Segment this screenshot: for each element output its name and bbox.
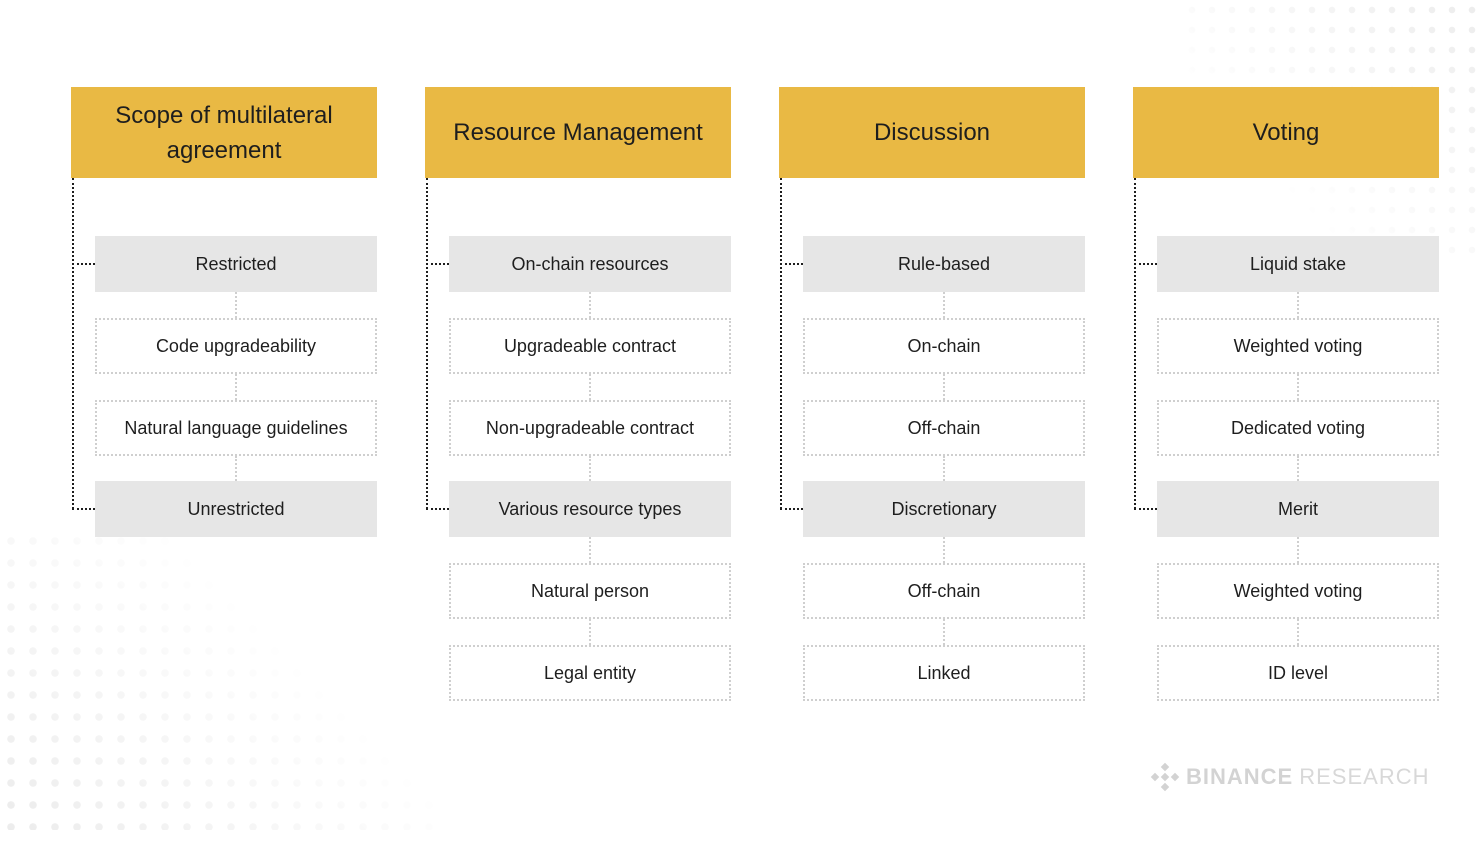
column-header: Resource Management bbox=[425, 87, 731, 178]
connector-elbow bbox=[426, 263, 449, 265]
category-node: Liquid stake bbox=[1157, 236, 1439, 292]
category-node: Rule-based bbox=[803, 236, 1085, 292]
category-node: On-chain resources bbox=[449, 236, 731, 292]
connector-spine bbox=[1134, 178, 1136, 509]
category-node: Unrestricted bbox=[95, 481, 377, 537]
connector-elbow bbox=[780, 508, 803, 510]
subcategory-node: Natural language guidelines bbox=[95, 400, 377, 456]
brand-sub: RESEARCH bbox=[1299, 764, 1430, 789]
brand-name: BINANCE bbox=[1186, 764, 1294, 789]
node-link bbox=[943, 374, 945, 400]
column-header: Discussion bbox=[779, 87, 1085, 178]
connector-elbow bbox=[426, 508, 449, 510]
category-node: Merit bbox=[1157, 481, 1439, 537]
category-node: Various resource types bbox=[449, 481, 731, 537]
connector-elbow bbox=[1134, 263, 1157, 265]
node-link bbox=[589, 374, 591, 400]
node-link bbox=[1297, 374, 1299, 400]
branding-watermark: BINANCE RESEARCH bbox=[1150, 760, 1429, 794]
category-node: Restricted bbox=[95, 236, 377, 292]
node-link bbox=[943, 537, 945, 563]
connector-spine bbox=[72, 178, 74, 509]
node-link bbox=[943, 292, 945, 318]
node-link bbox=[235, 456, 237, 481]
node-link bbox=[1297, 537, 1299, 563]
subcategory-node: Off-chain bbox=[803, 400, 1085, 456]
subcategory-node: Weighted voting bbox=[1157, 563, 1439, 619]
subcategory-node: Off-chain bbox=[803, 563, 1085, 619]
connector-spine bbox=[780, 178, 782, 509]
category-node: Discretionary bbox=[803, 481, 1085, 537]
column-header: Scope of multilateral agreement bbox=[71, 87, 377, 178]
subcategory-node: Linked bbox=[803, 645, 1085, 701]
subcategory-node: Natural person bbox=[449, 563, 731, 619]
subcategory-node: Non-upgradeable contract bbox=[449, 400, 731, 456]
column-header: Voting bbox=[1133, 87, 1439, 178]
node-link bbox=[589, 456, 591, 481]
subcategory-node: Code upgradeability bbox=[95, 318, 377, 374]
subcategory-node: ID level bbox=[1157, 645, 1439, 701]
connector-elbow bbox=[72, 263, 95, 265]
node-link bbox=[943, 456, 945, 481]
binance-diamond-icon bbox=[1150, 762, 1180, 792]
connector-spine bbox=[426, 178, 428, 509]
node-link bbox=[1297, 292, 1299, 318]
subcategory-node: Weighted voting bbox=[1157, 318, 1439, 374]
connector-elbow bbox=[72, 508, 95, 510]
subcategory-node: Upgradeable contract bbox=[449, 318, 731, 374]
node-link bbox=[589, 292, 591, 318]
node-link bbox=[589, 537, 591, 563]
node-link bbox=[235, 292, 237, 318]
subcategory-node: Dedicated voting bbox=[1157, 400, 1439, 456]
node-link bbox=[1297, 619, 1299, 645]
connector-elbow bbox=[780, 263, 803, 265]
connector-elbow bbox=[1134, 508, 1157, 510]
node-link bbox=[1297, 456, 1299, 481]
subcategory-node: On-chain bbox=[803, 318, 1085, 374]
node-link bbox=[943, 619, 945, 645]
subcategory-node: Legal entity bbox=[449, 645, 731, 701]
node-link bbox=[235, 374, 237, 400]
node-link bbox=[589, 619, 591, 645]
